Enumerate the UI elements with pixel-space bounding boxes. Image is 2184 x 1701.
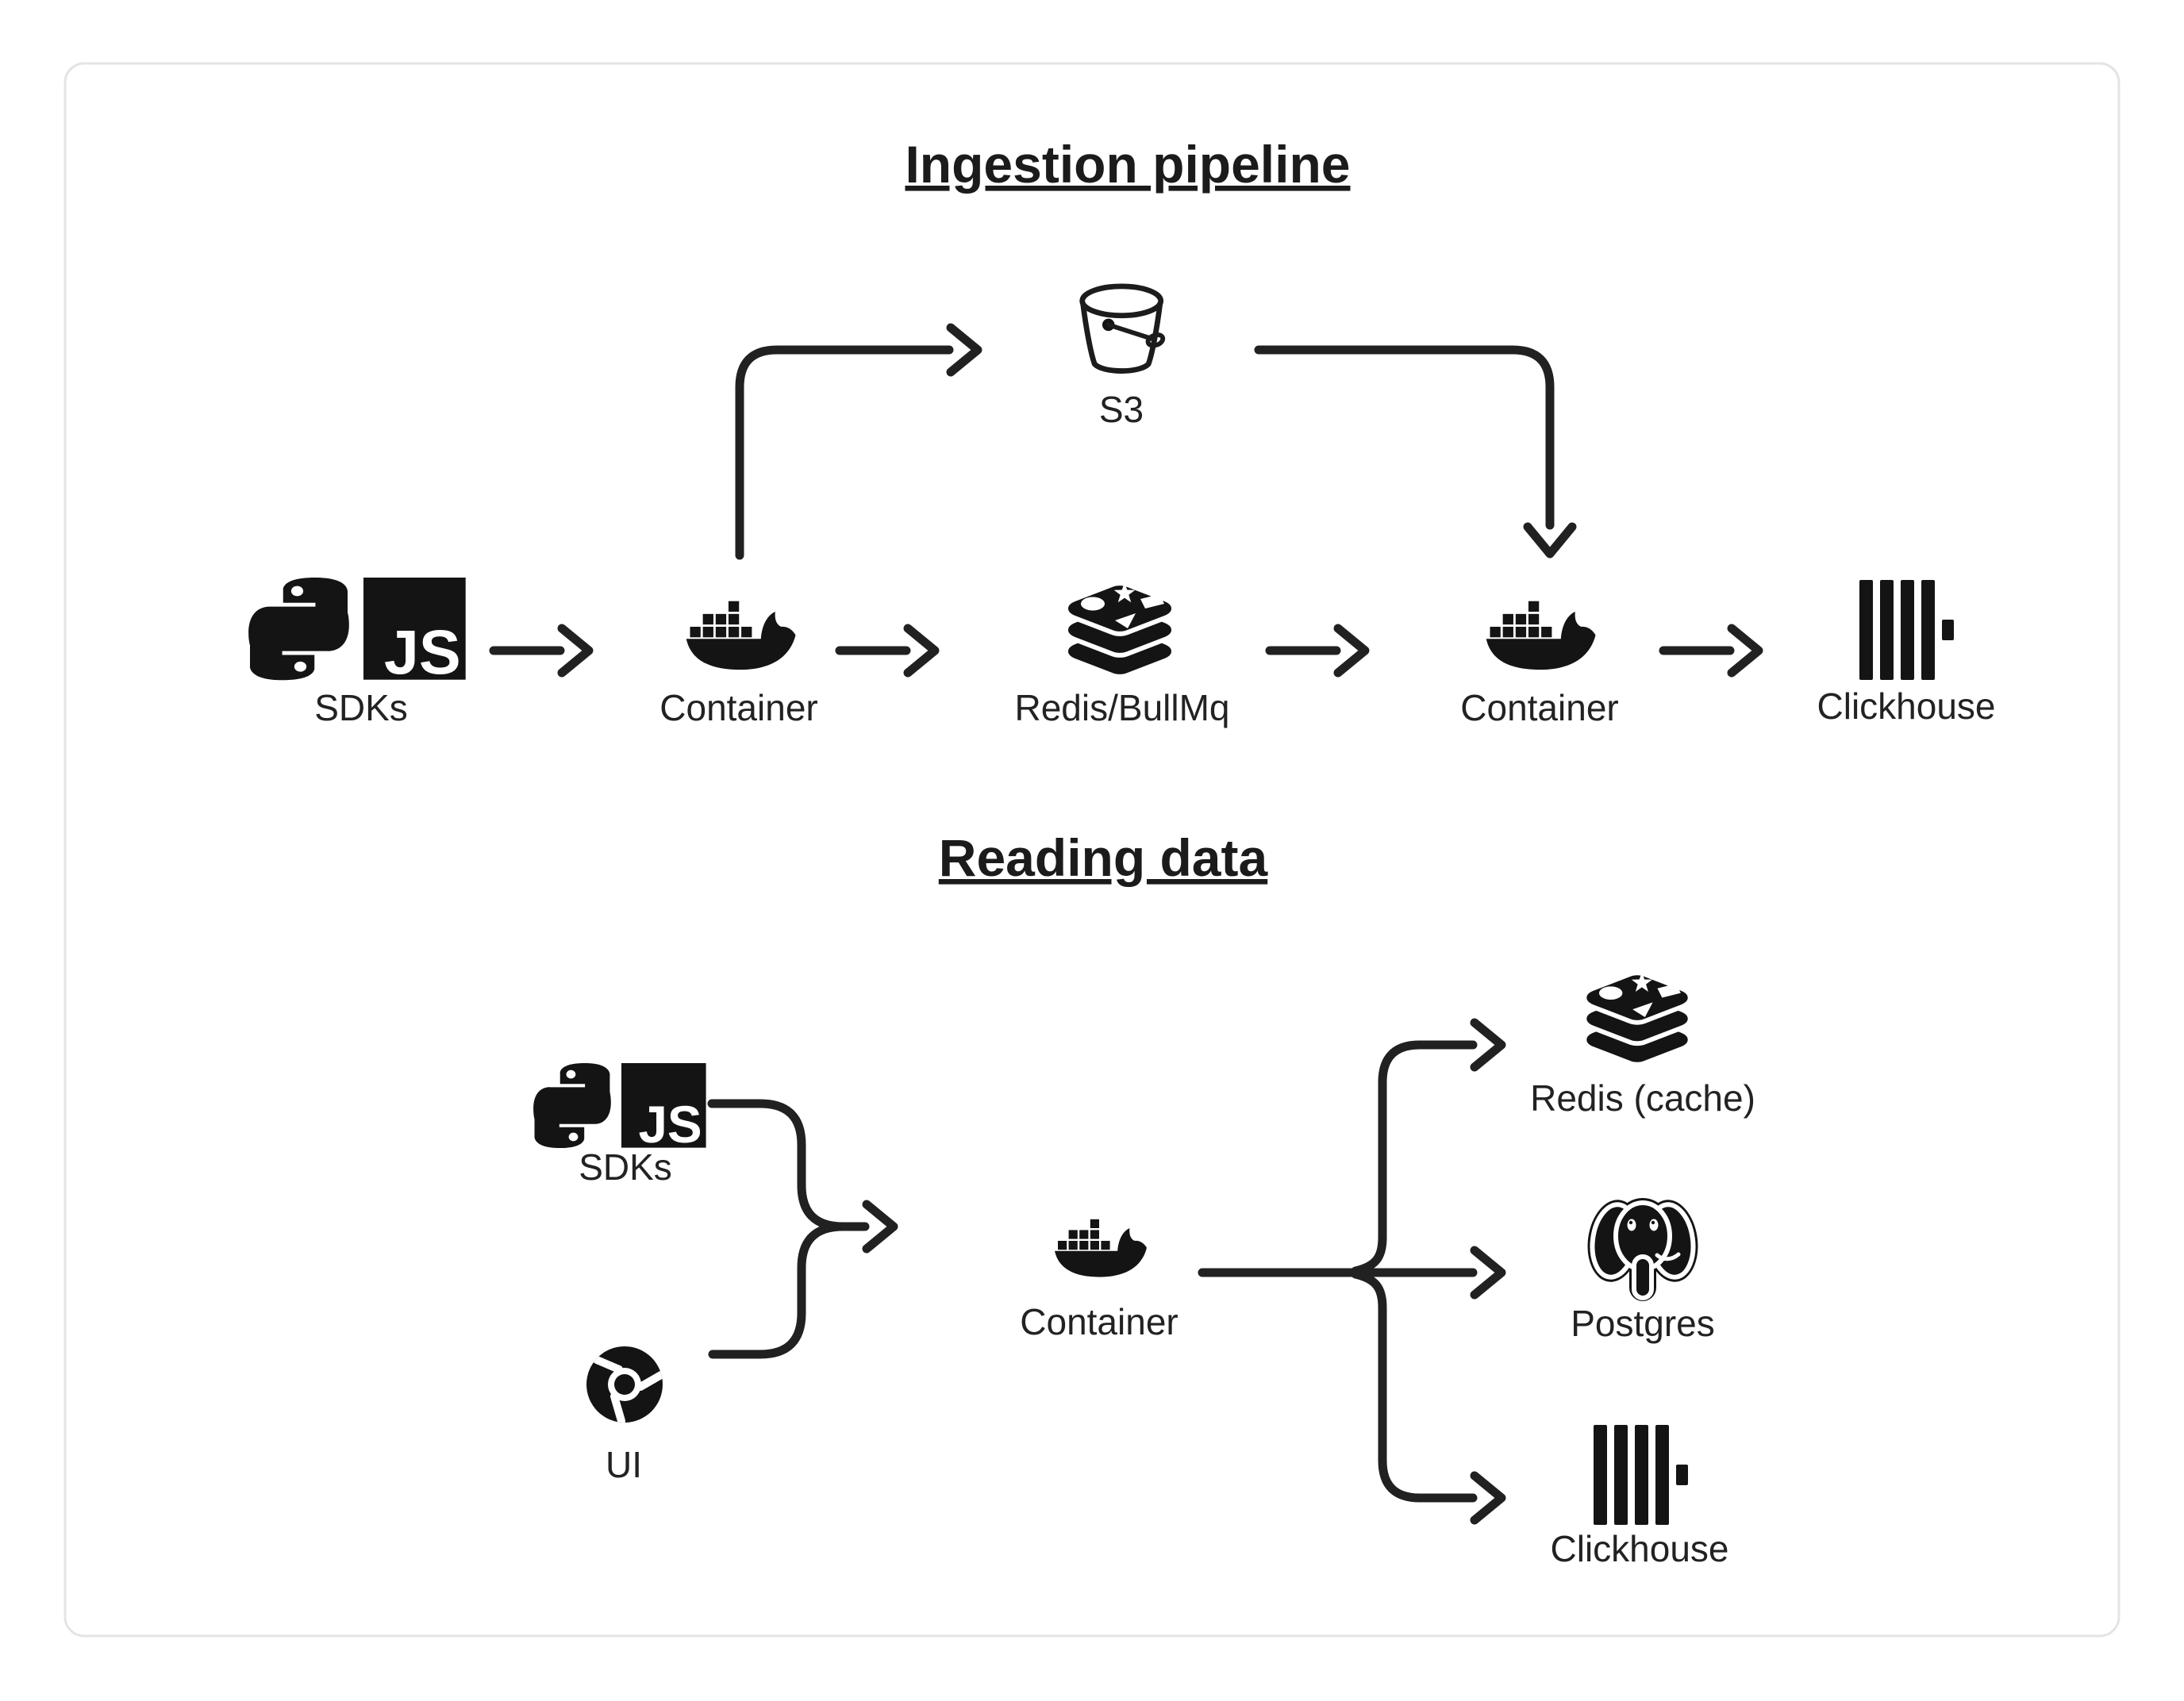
reading-postgres-label: Postgres — [1571, 1303, 1715, 1344]
ingestion-sdks-label: SDKs — [314, 687, 408, 728]
ingestion-container-in-node: Container — [659, 601, 818, 728]
arrow-s3-to-container — [1254, 345, 1577, 559]
reading-cache-label: Redis (cache) — [1530, 1077, 1755, 1119]
reading-ui-node: UI — [586, 1346, 663, 1485]
ingestion-section: Ingestion pipeline S3 SDKs Container — [248, 135, 1996, 728]
ingestion-container-out-node: Container — [1460, 601, 1619, 728]
ingestion-clickhouse-node: Clickhouse — [1817, 580, 1996, 727]
reading-ui-label: UI — [606, 1444, 642, 1485]
reading-container-node: Container — [1020, 1219, 1179, 1342]
reading-sdks-label: SDKs — [579, 1146, 672, 1188]
ingestion-container-out-label: Container — [1460, 687, 1618, 728]
arrow-container-to-cache — [1351, 1018, 1506, 1276]
reading-container-label: Container — [1020, 1301, 1178, 1342]
reading-cache-node: Redis (cache) — [1530, 972, 1755, 1119]
reading-sdks-node: SDKs — [533, 1063, 706, 1188]
redis-stack-icon — [1584, 972, 1690, 1064]
postgres-elephant-icon — [1587, 1198, 1698, 1301]
arrow-container-to-redis — [835, 624, 940, 678]
ingestion-title: Ingestion pipeline — [905, 135, 1350, 194]
js-icon — [621, 1063, 706, 1154]
reading-section: Reading data SDKs UI — [533, 828, 1755, 1569]
reading-title: Reading data — [939, 828, 1269, 887]
arrow-container-to-postgres — [1198, 1246, 1506, 1300]
arrow-container-to-clickhouse — [1351, 1269, 1506, 1525]
arrow-redis-to-container — [1265, 624, 1370, 678]
reading-clickhouse-node: Clickhouse — [1551, 1425, 1729, 1569]
arrow-container-to-s3 — [735, 323, 982, 560]
reading-postgres-node: Postgres — [1571, 1198, 1715, 1344]
arrow-sdks-to-container — [489, 624, 594, 678]
ingestion-container-in-label: Container — [659, 687, 817, 728]
s3-bucket-icon — [1079, 283, 1166, 374]
arrow-container-to-clickhouse — [1659, 624, 1763, 678]
s3-node: S3 — [1079, 283, 1166, 430]
ingestion-queue-node: Redis/BullMq — [1015, 582, 1230, 728]
redis-stack-icon — [1066, 582, 1174, 677]
chrome-icon — [586, 1346, 663, 1423]
s3-label: S3 — [1099, 389, 1144, 430]
ingestion-queue-label: Redis/BullMq — [1015, 687, 1230, 728]
js-icon — [363, 578, 466, 687]
reading-clickhouse-label: Clickhouse — [1551, 1528, 1729, 1569]
arrow-merge-to-container — [833, 1200, 898, 1254]
ingestion-sdks-node: SDKs — [248, 578, 466, 728]
line-sdks-to-merge — [707, 1099, 848, 1231]
ingestion-clickhouse-label: Clickhouse — [1817, 685, 1996, 727]
line-ui-to-merge — [708, 1222, 848, 1359]
